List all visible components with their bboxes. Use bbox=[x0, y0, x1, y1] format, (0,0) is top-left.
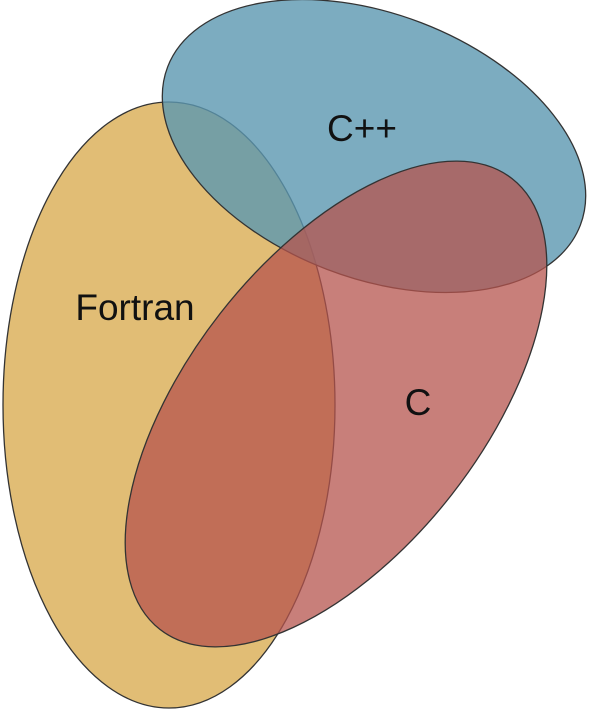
c-label: C bbox=[405, 382, 432, 423]
cpp-label: C++ bbox=[327, 108, 397, 149]
fortran-label: Fortran bbox=[75, 287, 194, 328]
c-set-ellipse bbox=[124, 160, 548, 648]
